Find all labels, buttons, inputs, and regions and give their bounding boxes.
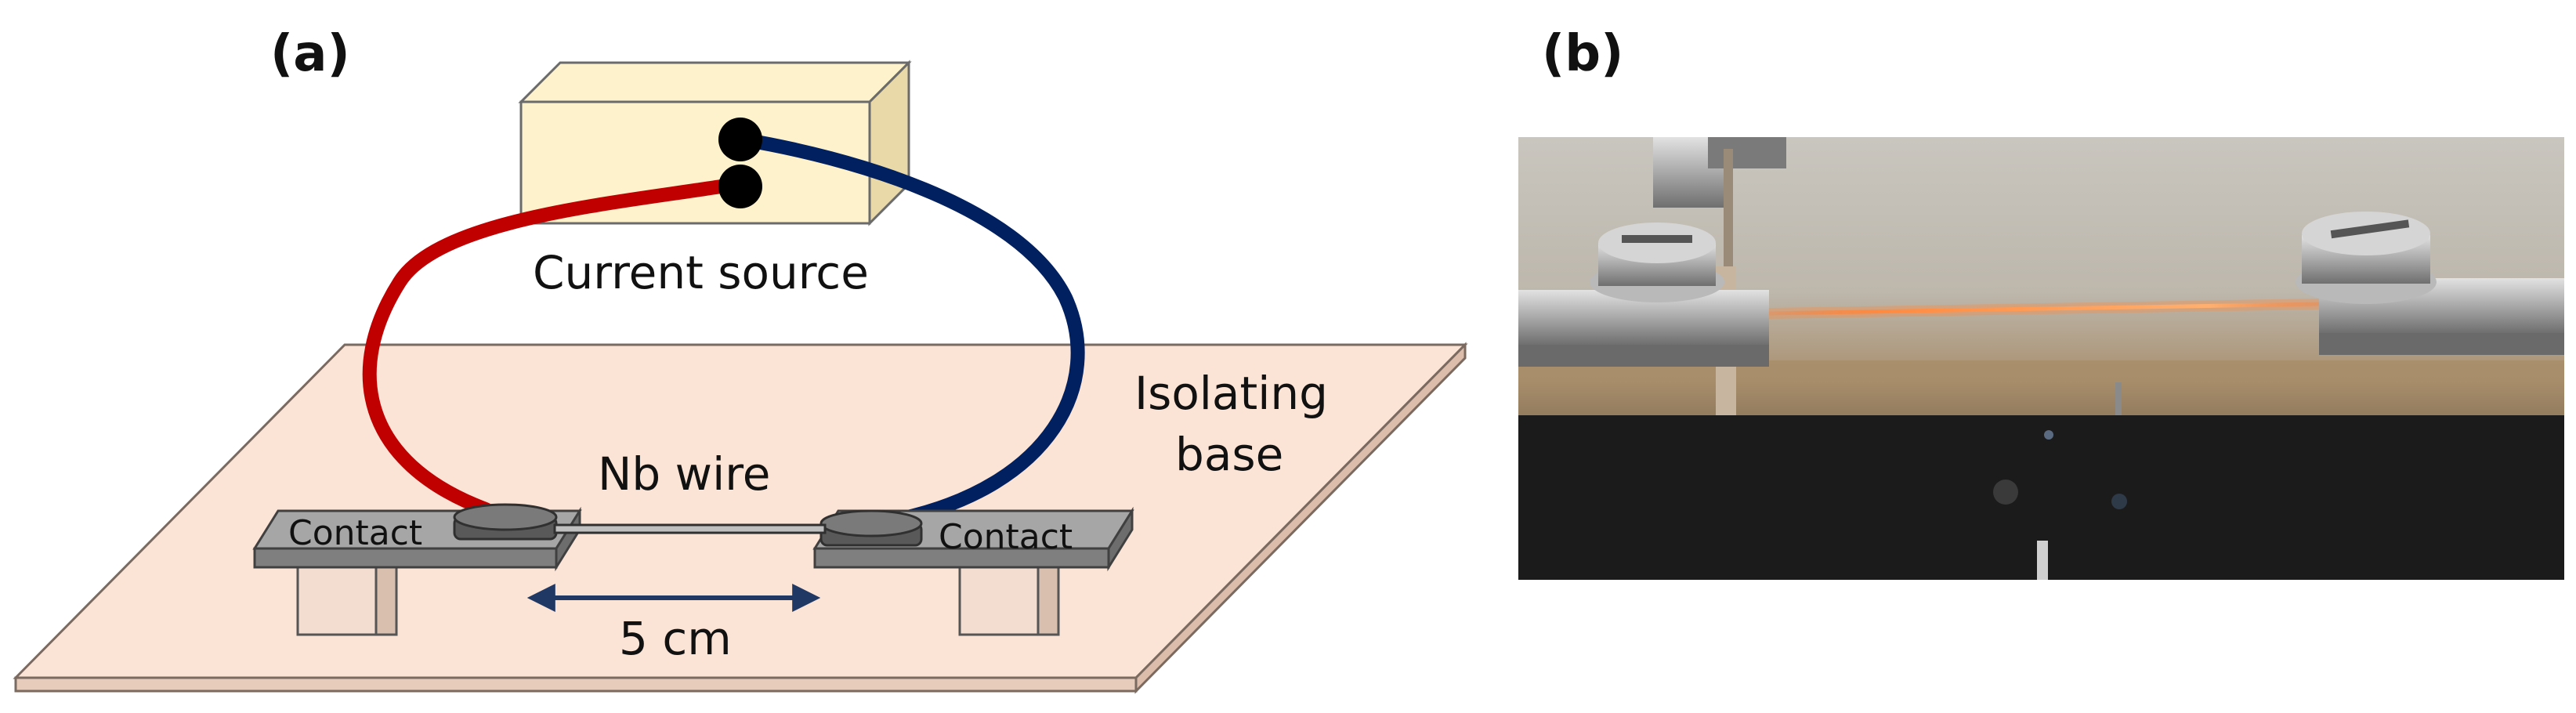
panel-a-label: (a) bbox=[270, 25, 350, 83]
panel-b: (b) bbox=[1518, 25, 2564, 580]
contact-right-label: Contact bbox=[939, 517, 1073, 557]
length-label: 5 cm bbox=[619, 612, 732, 665]
panel-a: (a) Isolating base Current source bbox=[13, 25, 1468, 694]
blue-cable bbox=[736, 132, 1085, 526]
current-source-box bbox=[518, 60, 912, 226]
nb-wire bbox=[553, 523, 827, 534]
nb-wire-label: Nb wire bbox=[598, 447, 770, 501]
base-label-line1: Isolating bbox=[1134, 367, 1328, 420]
terminal-upper bbox=[718, 118, 762, 161]
right-contact bbox=[812, 506, 1134, 636]
photo bbox=[1518, 137, 2564, 580]
base-label-line2: base bbox=[1175, 428, 1283, 481]
red-cable bbox=[362, 179, 728, 516]
current-source-label: Current source bbox=[533, 246, 869, 299]
terminal-lower bbox=[718, 165, 762, 208]
panel-b-label: (b) bbox=[1542, 25, 1623, 83]
contact-left-label: Contact bbox=[288, 513, 422, 553]
left-contact bbox=[252, 503, 582, 636]
